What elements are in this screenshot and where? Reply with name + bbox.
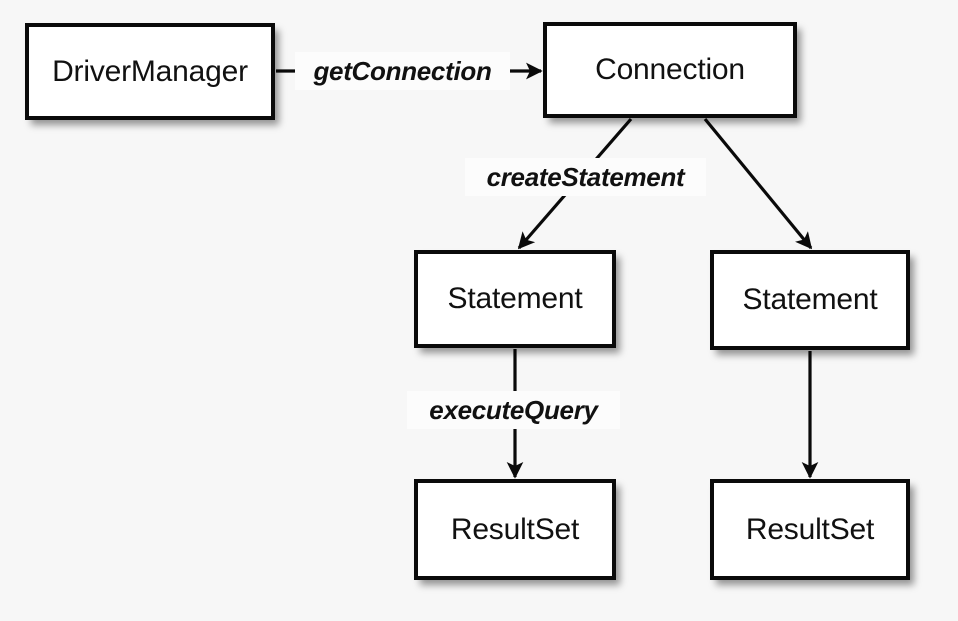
node-resultset-left[interactable]: ResultSet [414,479,616,580]
node-connection-label: Connection [595,53,745,86]
edge-label-getconnection: getConnection [295,52,510,90]
edge-label-executequery-text: executeQuery [429,395,598,425]
edge-label-createstatement: createStatement [465,158,706,196]
node-resultset-right-label: ResultSet [745,512,875,546]
node-drivermanager-label: DriverManager [52,54,248,88]
node-connection[interactable]: Connection [543,22,797,118]
node-drivermanager[interactable]: DriverManager [25,23,275,120]
node-statement-left[interactable]: Statement [414,250,616,348]
edge-connection-statement-right [703,117,813,250]
edge-label-executequery: executeQuery [407,391,620,429]
node-resultset-right[interactable]: ResultSet [710,479,910,580]
edge-label-getconnection-text: getConnection [313,56,492,86]
node-resultset-left-label: ResultSet [450,512,580,546]
node-statement-right-label: Statement [742,283,878,316]
node-statement-right[interactable]: Statement [710,250,910,350]
edge-label-createstatement-text: createStatement [486,162,685,192]
node-statement-left-label: Statement [447,282,583,315]
